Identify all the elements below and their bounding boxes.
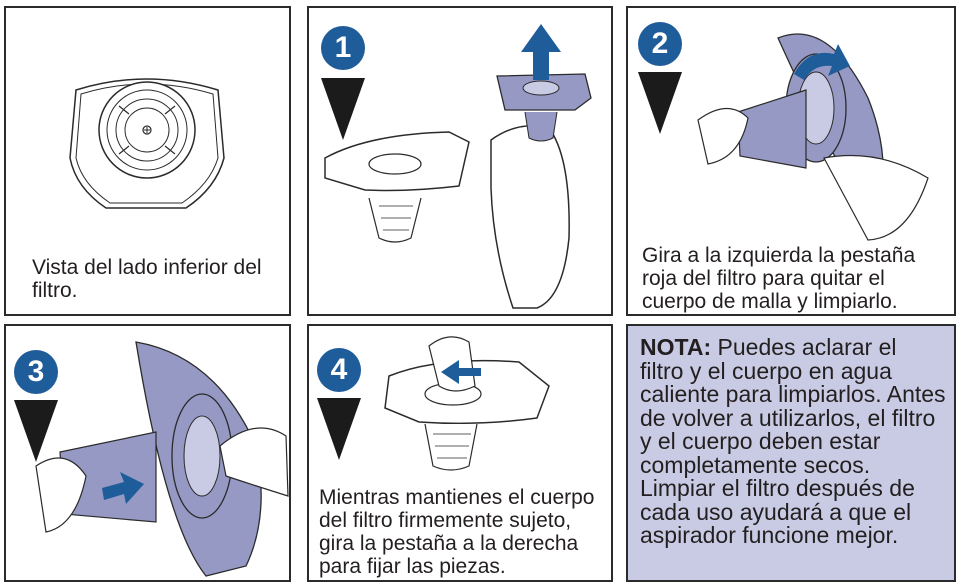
panel-step-2: 2 Gira a la izquierda la pestaña roja de… — [626, 6, 956, 316]
rotate-left-arrow-icon — [794, 44, 850, 80]
step-badge-3: 3 — [14, 350, 58, 394]
caption-bottom-view: Vista del lado inferior del filtro. — [32, 256, 262, 302]
step-pointer-4 — [317, 398, 361, 460]
lock-filter-illustration — [384, 336, 550, 471]
panel-bottom-view: Vista del lado inferior del filtro. — [4, 6, 291, 316]
caption-step-4: Mientras mantienes el cuerpo del filtro … — [319, 486, 595, 578]
push-arrow-icon — [102, 472, 144, 504]
step-pointer-1 — [321, 78, 365, 140]
step-badge-2: 2 — [638, 22, 682, 66]
reassemble-illustration — [35, 341, 289, 577]
panel-step-3: 3 — [4, 324, 291, 582]
caption-step-2: Gira a la izquierda la pestaña roja del … — [642, 244, 916, 313]
panel-step-4: 4 Mientras mantienes el cuerpo del filtr… — [307, 324, 613, 582]
note-label: NOTA: — [640, 334, 712, 360]
step-pointer-2 — [638, 72, 682, 134]
panel-step-1: 1 — [307, 6, 613, 316]
filter-bottom-illustration — [69, 78, 225, 209]
step-badge-4: 4 — [317, 348, 361, 392]
filter-removal-illustration — [324, 24, 592, 309]
note-body: Puedes aclarar el filtro y el cuerpo en … — [640, 334, 946, 548]
twist-off-illustration — [697, 33, 929, 241]
note-text: NOTA: Puedes aclarar el filtro y el cuer… — [640, 334, 946, 548]
note-panel: NOTA: Puedes aclarar el filtro y el cuer… — [626, 324, 956, 582]
rotate-right-arrow-icon — [441, 360, 481, 384]
step-pointer-3 — [14, 400, 58, 462]
step-badge-1: 1 — [321, 26, 365, 70]
up-arrow-icon — [521, 24, 561, 80]
